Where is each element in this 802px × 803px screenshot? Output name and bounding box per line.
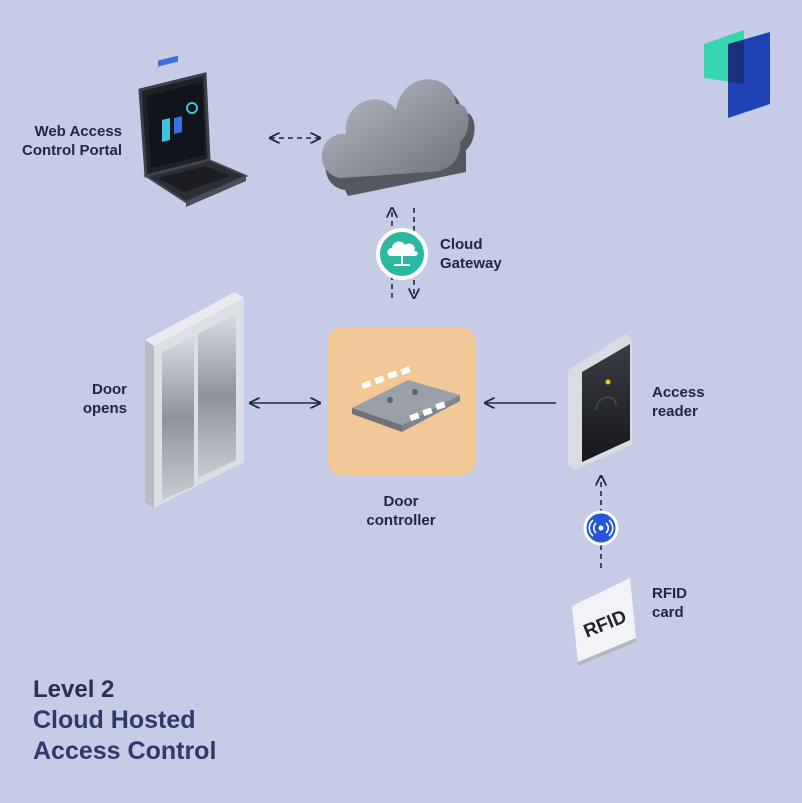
label-web-portal-line1: Web Access [34, 123, 122, 140]
label-door-opens-line1: Door [92, 381, 127, 398]
rfid-card-icon: RFID [572, 578, 636, 666]
cloud-icon [321, 79, 475, 196]
title-line1: Cloud Hosted [33, 706, 196, 734]
access-reader-icon [568, 334, 632, 470]
label-door-opens: Door opens [50, 380, 127, 418]
label-rfid-card-line2: card [652, 604, 684, 621]
label-web-portal-line2: Control Portal [22, 142, 122, 159]
logo-overlap-shape [728, 40, 744, 84]
title-level: Level 2 [33, 676, 115, 703]
label-door-opens-line2: opens [82, 400, 127, 417]
laptop-icon [138, 55, 249, 207]
cloud-gateway-icon [376, 228, 428, 280]
door-controller-icon [327, 327, 475, 475]
title-block: Level 2 Cloud Hosted Access Control [33, 675, 216, 767]
door-icon [145, 292, 244, 508]
label-cloud-gateway: Cloud Gateway [440, 235, 502, 273]
label-cloud-gateway-line2: Gateway [440, 255, 502, 272]
label-rfid-card: RFID card [652, 584, 687, 622]
label-door-controller: Door controller [350, 492, 452, 530]
label-access-reader-line2: reader [652, 403, 698, 420]
label-access-reader: Access reader [652, 383, 705, 421]
title-line2: Access Control [33, 737, 217, 765]
label-door-controller-line2: controller [366, 512, 436, 529]
label-rfid-card-line1: RFID [652, 585, 687, 602]
label-door-controller-line1: Door [383, 493, 419, 510]
nfc-signal-icon [583, 510, 619, 546]
label-web-portal: Web Access Control Portal [2, 122, 122, 160]
label-access-reader-line1: Access [652, 384, 705, 401]
label-cloud-gateway-line1: Cloud [440, 236, 483, 253]
brand-logo-icon [704, 30, 770, 118]
